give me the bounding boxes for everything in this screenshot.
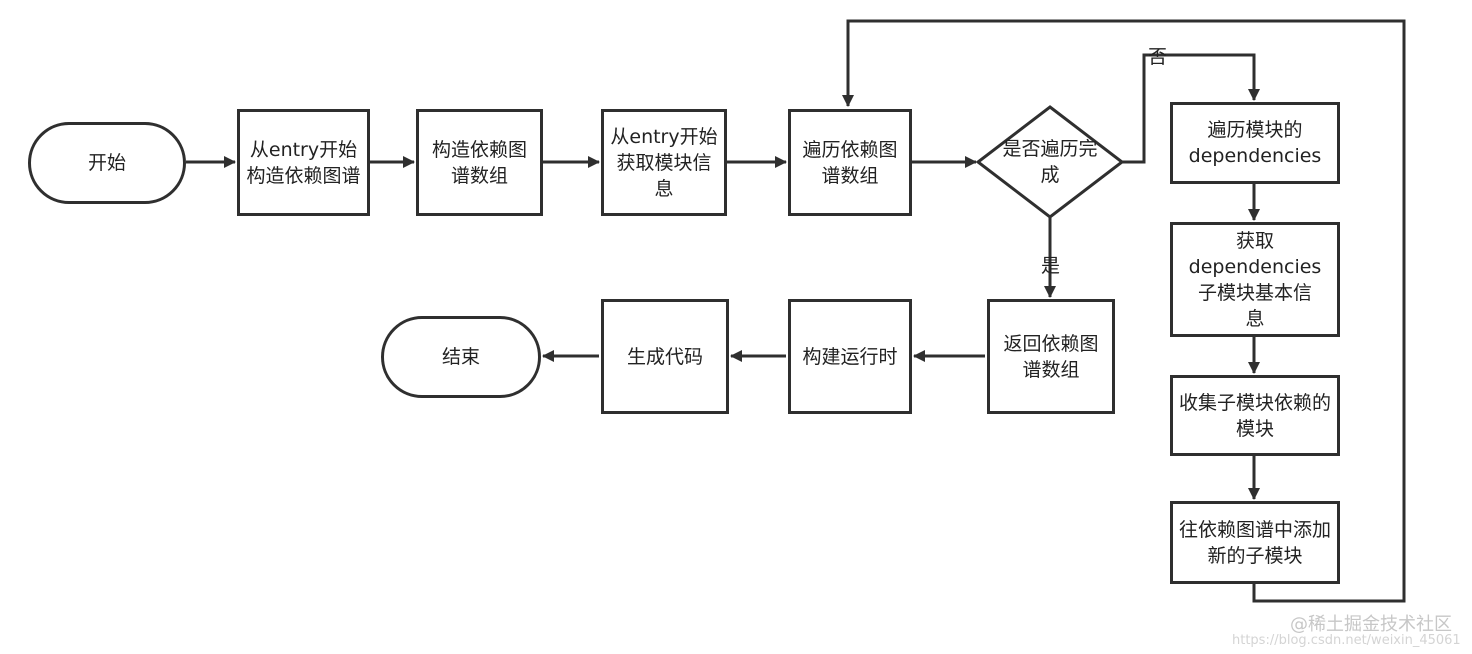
step-return-graph-array-label: 返回依赖图谱数组	[1003, 332, 1099, 381]
end-terminal: 结束	[381, 316, 541, 398]
step-get-module-info: 从entry开始获取模块信息	[601, 109, 727, 216]
decision-label: 是否遍历完 成	[1002, 138, 1098, 186]
step-build-graph-from-entry: 从entry开始构造依赖图谱	[237, 109, 370, 216]
step-iterate-graph-array: 遍历依赖图谱数组	[788, 109, 912, 216]
step-generate-code: 生成代码	[601, 299, 729, 414]
edge-label-yes: 是	[1041, 255, 1061, 277]
step-iterate-dependencies-label: 遍历模块的 dependencies	[1188, 119, 1322, 167]
edge-loop-back	[842, 19, 1406, 603]
step-get-module-info-label: 从entry开始获取模块信息	[610, 125, 718, 200]
step-collect-child-deps: 收集子模块依赖的模块	[1170, 375, 1340, 456]
step-add-child-to-graph-label: 往依赖图谱中添加新的子模块	[1179, 518, 1332, 567]
step-construct-graph-array: 构造依赖图谱数组	[416, 109, 543, 216]
step-return-graph-array: 返回依赖图谱数组	[987, 299, 1115, 414]
edge-label-no: 否	[1148, 46, 1168, 68]
step-iterate-graph-array-label: 遍历依赖图谱数组	[802, 138, 898, 187]
watermark-main: @稀土掘金技术社区	[1290, 614, 1452, 635]
step-build-runtime: 构建运行时	[788, 299, 912, 414]
step-generate-code-label: 生成代码	[626, 345, 703, 368]
step-iterate-dependencies: 遍历模块的 dependencies	[1170, 102, 1340, 184]
edge-decision-no	[1122, 53, 1260, 164]
step-add-child-to-graph: 往依赖图谱中添加新的子模块	[1170, 501, 1340, 584]
step-collect-child-deps-label: 收集子模块依赖的模块	[1179, 391, 1332, 440]
step-get-child-info-label: 获取 dependencies 子模块基本信 息	[1188, 229, 1322, 330]
end-label: 结束	[441, 346, 480, 368]
step-construct-graph-array-label: 构造依赖图谱数组	[431, 138, 527, 187]
start-label: 开始	[87, 152, 126, 174]
step-get-child-info: 获取 dependencies 子模块基本信 息	[1170, 222, 1340, 337]
start-terminal: 开始	[28, 122, 186, 204]
step-build-runtime-label: 构建运行时	[802, 345, 898, 368]
step-build-graph-from-entry-label: 从entry开始构造依赖图谱	[246, 138, 361, 187]
watermark-url: https://blog.csdn.net/weixin_45061	[1232, 633, 1461, 648]
